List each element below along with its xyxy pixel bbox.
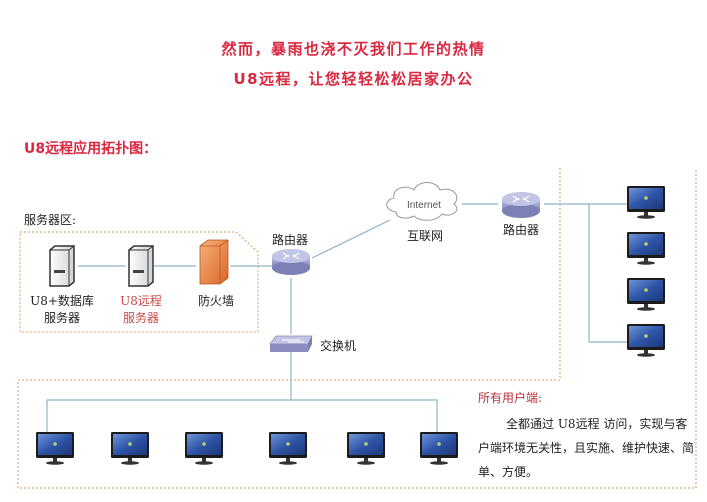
remote-server-label-line1: U8远程	[120, 293, 162, 308]
link-right-clients-bus	[588, 204, 628, 343]
client-monitor-icon	[420, 432, 458, 465]
switch-icon	[269, 335, 313, 352]
client-monitor-icon	[36, 432, 74, 465]
internet-cloud-text: Internet	[407, 200, 441, 211]
right-clients	[627, 186, 665, 357]
link-router-internet	[311, 219, 391, 259]
client-monitor-icon	[627, 186, 665, 219]
router-right: 路由器	[502, 192, 540, 237]
client-monitor-icon	[627, 232, 665, 265]
internet-label: 互联网	[407, 229, 443, 243]
remote-server: U8远程 服务器	[120, 245, 162, 325]
router-right-label: 路由器	[503, 222, 539, 237]
section-title: U8远程应用拓扑图：	[24, 141, 158, 157]
client-monitor-icon	[627, 278, 665, 311]
db-server-label-line1: U8+数据库	[30, 293, 94, 308]
links	[46, 203, 628, 432]
remote-server-label-line2: 服务器	[123, 310, 159, 325]
server-zone-border	[19, 231, 259, 333]
server-zone-label: 服务器区:	[24, 212, 76, 227]
headline-primary: 然而，暴雨也浇不灭我们工作的热情	[221, 40, 486, 58]
router-left: 路由器	[272, 232, 310, 275]
firewall-label: 防火墙	[198, 293, 234, 308]
user-zone-title: 所有用户端:	[478, 391, 543, 405]
user-zone-body: 全都通过 U8远程 访问，实现与客户端环境无关性，且实施、维护快速、简单、方便。	[478, 417, 695, 479]
internet: Internet 互联网	[386, 182, 458, 243]
server-tower-icon	[128, 245, 154, 287]
router-left-label: 路由器	[272, 232, 308, 247]
server-tower-icon	[49, 245, 75, 287]
db-server-label-line2: 服务器	[44, 310, 80, 325]
switch: 交换机	[269, 335, 356, 353]
link-bottom-clients-bus	[46, 399, 438, 432]
client-monitor-icon	[111, 432, 149, 465]
router-icon	[272, 249, 310, 275]
user-zone-description: 所有用户端: 全都通过 U8远程 访问，实现与客户端环境无关性，且实施、维护快速…	[478, 386, 696, 484]
client-monitor-icon	[347, 432, 385, 465]
db-server: U8+数据库 服务器	[30, 245, 94, 325]
router-icon	[502, 192, 540, 218]
user-zone-border	[17, 168, 697, 489]
client-monitor-icon	[269, 432, 307, 465]
headline-secondary: U8远程，让您轻轻松松居家办公	[233, 70, 474, 88]
bottom-clients	[36, 432, 458, 465]
firewall-icon	[199, 239, 229, 285]
firewall: 防火墙	[198, 239, 234, 308]
switch-label: 交换机	[320, 338, 356, 353]
cloud-icon	[386, 182, 458, 221]
client-monitor-icon	[627, 324, 665, 357]
client-monitor-icon	[185, 432, 223, 465]
